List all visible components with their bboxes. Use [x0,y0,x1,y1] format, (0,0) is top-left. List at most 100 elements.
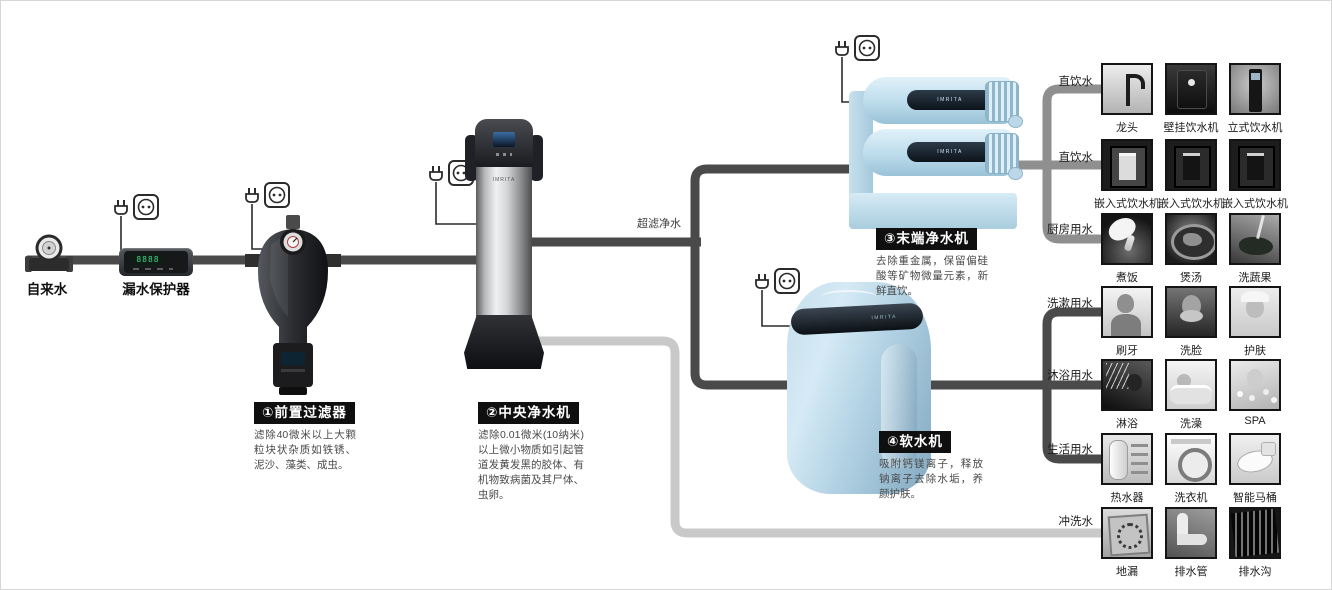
usage-tile: 洗蔬果 [1229,213,1281,284]
stage-4-desc: 吸附钙镁离子，释放钠离子去除水垢，养颜护肤。 [879,458,983,500]
stage-2-title: ②中央净水机 [478,402,579,424]
softener-lid [821,290,877,304]
tile-label: 淋浴 [1116,418,1138,430]
builtin-dispenser-photo [1165,139,1217,191]
tile-label: 刷牙 [1116,345,1138,357]
power-plug-socket-icon [245,182,290,250]
stage-3-desc: 去除重金属，保留偏硅酸等矿物微量元素，新鲜直饮。 [876,255,988,297]
pre-filter-device [245,215,341,395]
usage-tile: 嵌入式饮水机 [1158,139,1224,210]
usage-tile: 壁挂饮水机 [1164,63,1219,134]
tile-label: 热水器 [1110,492,1144,504]
cooking-rice-photo [1101,213,1153,265]
usage-tile: 护肤 [1229,286,1281,357]
tile-label: 洗蔬果 [1238,272,1272,284]
central-purifier-buttons [496,153,512,156]
tile-label: 龙头 [1116,122,1138,134]
usage-tile: 龙头 [1101,63,1153,134]
leak-protector-label: 漏水保护器 [122,282,190,297]
tile-label: 智能马桶 [1233,492,1277,504]
washing-face-photo [1165,286,1217,338]
faucet-photo [1101,63,1153,115]
usage-tile: 嵌入式饮水机 [1094,139,1160,210]
tile-label: 煲汤 [1180,272,1202,284]
usage-tile: 洗衣机 [1165,433,1217,504]
floor-dispenser-photo [1229,63,1281,115]
usage-tile: 洗澡 [1165,359,1217,430]
tile-label: 嵌入式饮水机 [1222,198,1288,210]
central-riser-pipe [690,164,1103,390]
brand-logo: IMRITA [492,177,516,183]
wall-dispenser-photo [1165,63,1217,115]
tile-label: 嵌入式饮水机 [1158,198,1224,210]
cartridge-port [1008,115,1023,128]
usage-tile: 煲汤 [1165,213,1217,284]
terminal-purifier-cartridge: IMRITA [863,129,1023,180]
usage-tile: 立式饮水机 [1228,63,1283,134]
water-meter [25,234,73,272]
living-branch-pipe [1042,307,1103,464]
brushing-teeth-photo [1101,286,1153,338]
tile-label: SPA [1244,415,1266,427]
terminal-purifier-base [849,193,1017,229]
tile-label: 地漏 [1116,566,1138,578]
stage-1-title: ①前置过滤器 [254,402,355,424]
central-purifier-wing [465,135,478,181]
stage-1-desc: 滤除40微米以上大颗粒块状杂质如铁锈、泥沙、藻类、成虫。 [254,429,356,471]
tile-label: 洗衣机 [1174,492,1208,504]
central-purifier-wing [530,135,543,181]
usage-tile: 嵌入式饮水机 [1222,139,1288,210]
smart-toilet-photo [1229,433,1281,485]
usage-tile: 刷牙 [1101,286,1153,357]
brand-logo: IMRITA [907,90,993,110]
flush-water-pipe [506,336,1103,538]
washing-vegetables-photo [1229,213,1281,265]
category-label-bathing: 沐浴用水 [1047,370,1093,382]
terminal-purifier-cartridge: IMRITA [863,77,1023,128]
power-plug-socket-icon [835,35,880,103]
terminal-purifier-device: IMRITA IMRITA [843,71,1023,229]
usage-tile: 煮饭 [1101,213,1153,284]
builtin-dispenser-photo [1229,139,1281,191]
shower-photo [1101,359,1153,411]
usage-tile: 排水管 [1165,507,1217,578]
central-purifier-screen [493,132,515,147]
power-plug-socket-icon [755,268,800,327]
builtin-dispenser-photo [1101,139,1153,191]
water-softener-device: IMRITA [787,282,935,496]
category-label-drinking-2: 直饮水 [1058,152,1094,164]
category-label-kitchen: 厨房用水 [1047,224,1093,236]
drinking-branch-pipe [1042,84,1103,244]
tile-label: 护肤 [1244,345,1266,357]
stage-2-desc: 滤除0.01微米(10纳米)以上微小物质如引起管道发黄发黑的胶体、有机物致病菌及… [478,429,584,501]
category-label-drinking-1: 直饮水 [1058,76,1094,88]
soup-photo [1165,213,1217,265]
usage-tile: 洗脸 [1165,286,1217,357]
stage-3-title: ③末端净水机 [876,228,977,250]
power-plug-socket-icon [114,194,159,251]
spa-photo [1229,359,1281,411]
leak-protector-display: 8888 [131,254,165,265]
cartridge-port [1008,167,1023,180]
tile-label: 立式饮水机 [1227,122,1283,134]
tile-label: 嵌入式饮水机 [1094,198,1160,210]
usage-tile: 地漏 [1101,507,1153,578]
usage-tile: 智能马桶 [1229,433,1281,504]
floor-drain-photo [1101,507,1153,559]
tile-label: 壁挂饮水机 [1163,122,1219,134]
drainage-ditch-photo [1229,507,1281,559]
leak-protector-buttons [133,268,173,270]
skincare-photo [1229,286,1281,338]
tile-label: 洗脸 [1180,345,1202,357]
category-label-living: 生活用水 [1047,444,1093,456]
usage-tile: SPA [1229,359,1281,427]
washing-machine-photo [1165,433,1217,485]
leak-protector-device: 8888 [119,248,193,276]
tile-label: 排水沟 [1238,566,1272,578]
tile-label: 煮饭 [1116,272,1138,284]
category-label-washing: 洗漱用水 [1047,298,1093,310]
stage-4-title: ④软水机 [879,431,951,453]
drain-pipe-photo [1165,507,1217,559]
